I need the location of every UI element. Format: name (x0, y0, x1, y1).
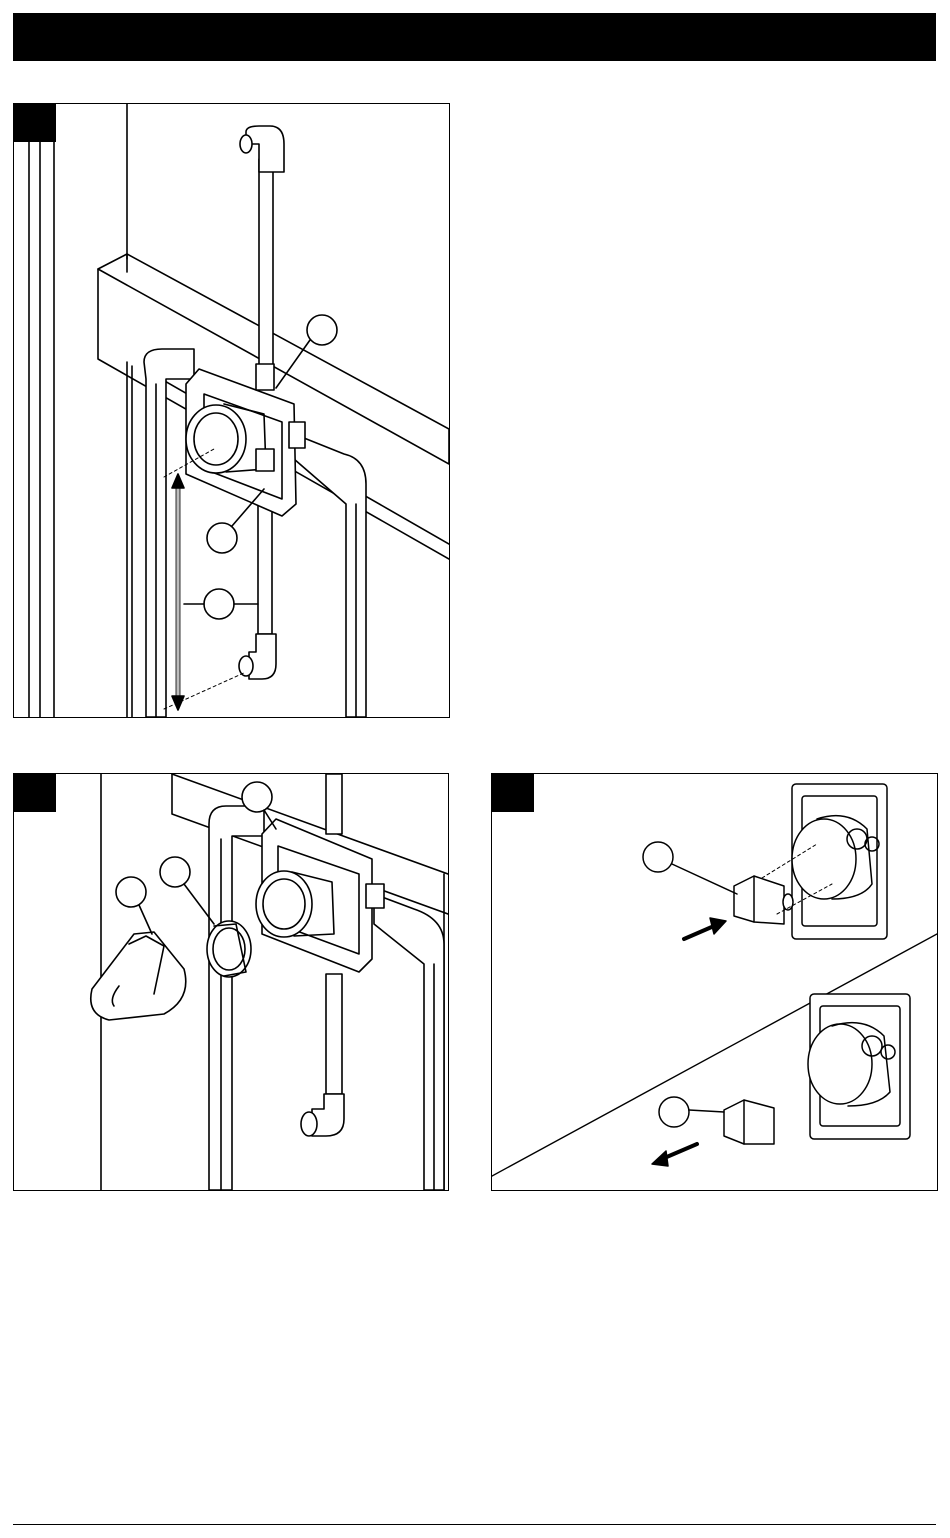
header-bar (13, 13, 936, 61)
figure-step-c (491, 773, 938, 1191)
step-badge (492, 774, 534, 812)
valve-rough-in-illustration (14, 104, 449, 717)
plug-and-spacer-illustration (14, 774, 448, 1190)
figure-step-a (13, 103, 450, 718)
footer-rule (13, 1524, 936, 1525)
cap-insert-remove-illustration (492, 774, 937, 1190)
step-badge (14, 104, 56, 142)
figure-step-b (13, 773, 449, 1191)
step-badge (14, 774, 56, 812)
